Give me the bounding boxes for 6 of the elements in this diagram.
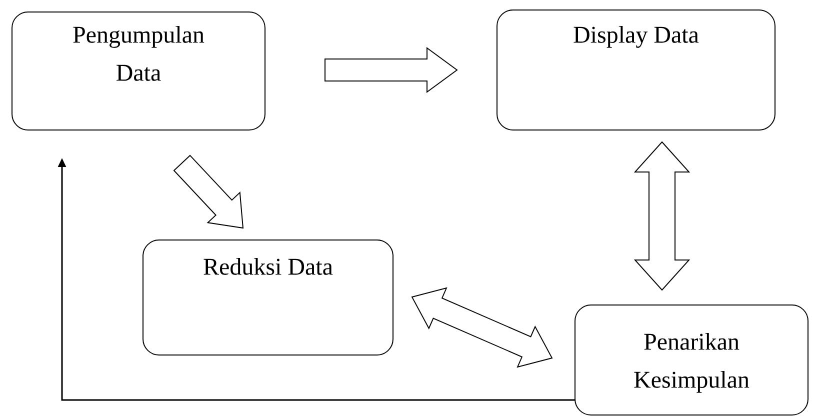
process-box: Reduksi Data <box>142 240 394 356</box>
process-box: Penarikan Kesimpulan <box>574 304 808 416</box>
block-arrow <box>173 154 244 229</box>
process-box: Pengumpulan Data <box>12 12 266 130</box>
block-arrow <box>324 47 458 93</box>
process-box: Display Data <box>496 10 776 130</box>
